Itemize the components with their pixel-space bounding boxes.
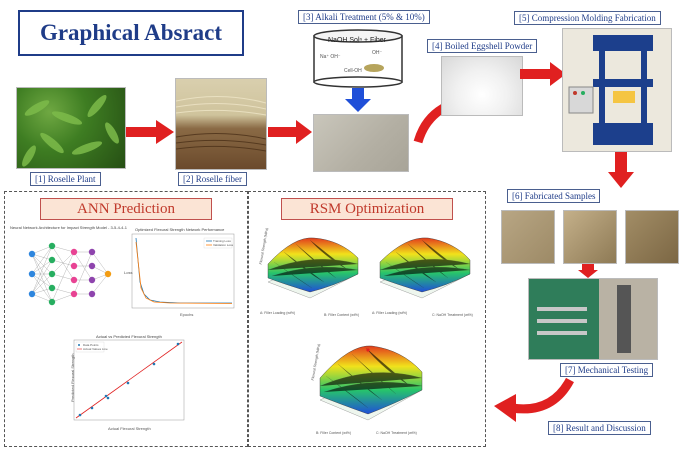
mechanical-testing-image	[528, 278, 658, 360]
rsm3-x-label: B: Filler Content (wt%)	[316, 431, 351, 435]
step-4-label: [4] Boiled Eggshell Powder	[427, 39, 538, 53]
arrow-right-icon	[126, 120, 174, 144]
step-5-label: [5] Compression Molding Fabrication	[514, 11, 661, 25]
rsm-surface-plot-1: Flexural Strength (MPa) A: Filler Loadin…	[259, 228, 359, 317]
scatter-legend-line: Actual Values Line	[83, 347, 108, 351]
ann-section-box	[4, 191, 248, 447]
eggshell-powder-image	[441, 56, 523, 116]
loss-ylabel: Loss	[124, 270, 132, 275]
step-7-label: [7] Mechanical Testing	[560, 363, 654, 377]
curved-arrow-icon	[494, 377, 574, 422]
rsm1-x-label: A: Filler Loading (wt%)	[260, 311, 295, 315]
loss-legend-validation: Validation Loss	[213, 243, 234, 247]
step-6-label: [6] Fabricated Samples	[507, 189, 601, 203]
ann-heading: ANN Prediction	[40, 198, 212, 220]
svg-text:Na⁺ OH⁻: Na⁺ OH⁻	[320, 54, 341, 60]
arrow-down-icon	[345, 88, 371, 112]
roselle-plant-image	[16, 87, 126, 169]
rsm3-z-label: Flexural Strength (MPa)	[311, 344, 321, 381]
loss-plot: Training Loss Validation Loss Epochs Los…	[124, 233, 235, 317]
rsm1-y-label: B: Filler Content (wt%)	[324, 313, 359, 317]
beaker-icon: Na⁺ OH⁻ Cell-OH OH⁻	[313, 29, 403, 88]
network-title: Neural Network Architecture for Impact S…	[10, 225, 127, 230]
roselle-fiber-image	[175, 78, 267, 170]
arrow-right-icon	[520, 62, 566, 86]
loss-legend-training: Training Loss	[213, 239, 231, 243]
rsm2-y-label: C: NaOH Treatment (wt%)	[432, 313, 473, 317]
compression-machine-image	[562, 28, 672, 152]
leaf-pattern-icon	[22, 94, 119, 167]
step-3-label: [3] Alkali Treatment (5% & 10%)	[298, 10, 430, 24]
page-title: Graphical Absract	[18, 10, 244, 56]
rsm-surface-plot-2: A: Filler Loading (wt%) C: NaOH Treatmen…	[372, 237, 473, 317]
step-1-label: [1] Roselle Plant	[30, 172, 101, 186]
press-machine-icon	[563, 29, 671, 151]
scatter-xlabel: Actual Flexural Strength	[108, 426, 151, 431]
scatter-legend-points: Data Points	[83, 343, 99, 347]
rsm-heading: RSM Optimization	[281, 198, 453, 220]
fiber-strands-icon	[175, 96, 267, 152]
scatter-ylabel: Predicted Flexural Strength	[70, 354, 75, 402]
loss-xlabel: Epochs	[180, 312, 193, 317]
test-specimens-icon	[529, 279, 657, 359]
sample-3-image	[625, 210, 679, 264]
loss-plot-title: Optimized Flexural Strength Network Perf…	[135, 227, 225, 232]
svg-text:OH⁻: OH⁻	[372, 50, 383, 56]
scatter-plot-title: Actual vs Predicted Flexural Strength	[96, 334, 162, 339]
arrow-down-icon	[608, 152, 634, 188]
step-8-label: [8] Result and Discussion	[548, 421, 651, 435]
arrow-right-icon	[268, 120, 312, 144]
beaker-label: NaOH Solⁿ + Fiber	[328, 37, 386, 44]
actual-vs-predicted-plot: Data Points Actual Values Line Actual Fl…	[70, 339, 185, 431]
rsm-section-box	[248, 191, 486, 447]
step-2-label: [2] Roselle fiber	[178, 172, 247, 186]
arrow-down-icon	[578, 264, 598, 278]
rsm-surface-plot-3: Flexural Strength (MPa) B: Filler Conten…	[311, 344, 423, 435]
neural-network-diagram	[28, 242, 112, 306]
rsm1-z-label: Flexural Strength (MPa)	[259, 228, 269, 265]
svg-text:Cell-OH: Cell-OH	[344, 68, 362, 74]
rsm2-x-label: A: Filler Loading (wt%)	[372, 311, 407, 315]
treated-fiber-mat-image	[313, 114, 409, 172]
sample-1-image	[501, 210, 555, 264]
sample-2-image	[563, 210, 617, 264]
rsm3-y-label: C: NaOH Treatment (wt%)	[376, 431, 417, 435]
